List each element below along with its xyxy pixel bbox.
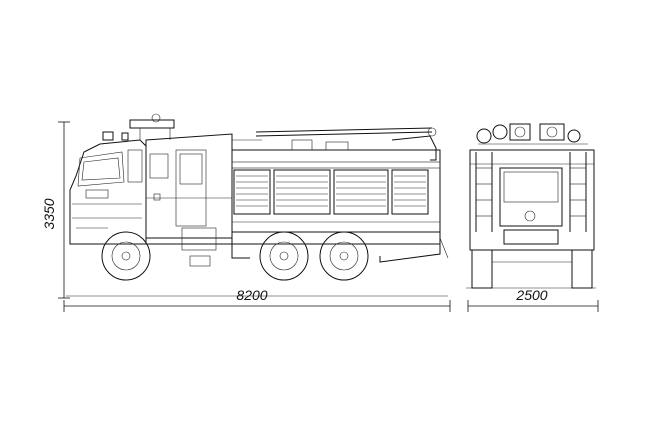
rear-wheel-2 [319, 231, 369, 281]
side-view [66, 113, 449, 297]
shutter-1 [233, 169, 271, 215]
chassis [70, 227, 449, 267]
front-wheel [101, 231, 151, 281]
rear-wheel-1 [259, 231, 309, 281]
roof-ladder [255, 127, 437, 161]
rear-left-ladder [475, 152, 493, 232]
shutter-2 [273, 169, 331, 215]
rear-view [466, 123, 596, 289]
height-dimension: 3350 [41, 121, 70, 299]
width-dimension-label: 2500 [515, 287, 547, 303]
width-dimension: 2500 [467, 287, 599, 312]
shutter-4 [391, 169, 429, 215]
rear-right-ladder [569, 152, 587, 232]
roof-equipment [129, 113, 175, 140]
length-dimension-label: 8200 [236, 287, 267, 303]
rear-roof-equipment [476, 123, 588, 145]
equipment-body [231, 149, 441, 233]
height-dimension-label: 3350 [41, 198, 57, 229]
length-dimension: 8200 [63, 287, 451, 312]
cab [69, 131, 147, 245]
shutter-3 [333, 169, 389, 215]
